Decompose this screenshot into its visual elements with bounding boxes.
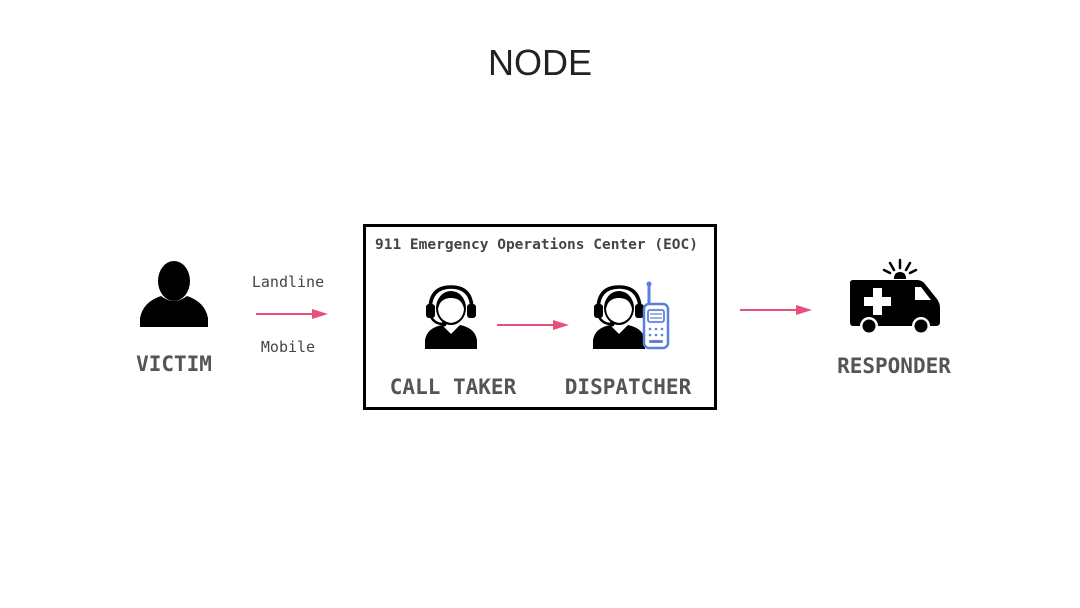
eoc-to-responder-arrow: [740, 305, 812, 315]
diagram-title: NODE: [487, 42, 592, 83]
call-taker-label: CALL TAKER: [389, 375, 517, 399]
victim-label: VICTIM: [136, 352, 212, 376]
eoc-title: 911 Emergency Operations Center (EOC): [375, 237, 699, 253]
victim-to-eoc-arrow: [256, 309, 328, 319]
mobile-label: Mobile: [260, 338, 316, 356]
headset-operator-radio-icon: [593, 281, 670, 350]
responder-label: RESPONDER: [837, 354, 951, 378]
ambulance-icon: [850, 258, 940, 335]
call-taker-to-dispatcher-arrow: [497, 320, 569, 330]
headset-operator-icon: [425, 285, 477, 349]
dispatcher-label: DISPATCHER: [564, 375, 692, 399]
person-icon: [140, 261, 208, 327]
landline-label: Landline: [251, 273, 325, 291]
